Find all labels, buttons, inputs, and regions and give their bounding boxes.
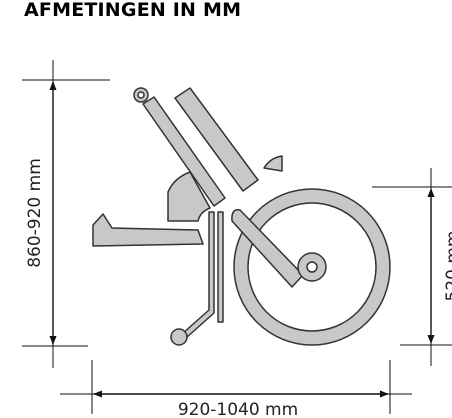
wheel-height-dimension: 520 mm <box>372 168 452 366</box>
length-label: 920-1040 mm <box>178 400 298 418</box>
height-label: 860-920 mm <box>25 158 45 268</box>
wheel-height-label: 520 mm <box>443 231 452 302</box>
small-bracket <box>263 155 283 172</box>
backrest-segment <box>167 171 211 222</box>
footplate <box>92 213 204 247</box>
device-illustration <box>92 87 391 346</box>
kick-stand-foot <box>170 328 188 346</box>
page-title: AFMETINGEN IN MM <box>24 0 242 21</box>
kick-stand-rod <box>217 211 224 323</box>
handle-knob-hole <box>137 91 145 99</box>
length-dimension: 920-1040 mm <box>60 360 412 418</box>
wheel-hub-center <box>306 261 318 273</box>
height-dimension: 860-920 mm <box>22 60 110 368</box>
upper-handle-bar <box>174 87 259 192</box>
fork-arm <box>231 208 304 288</box>
